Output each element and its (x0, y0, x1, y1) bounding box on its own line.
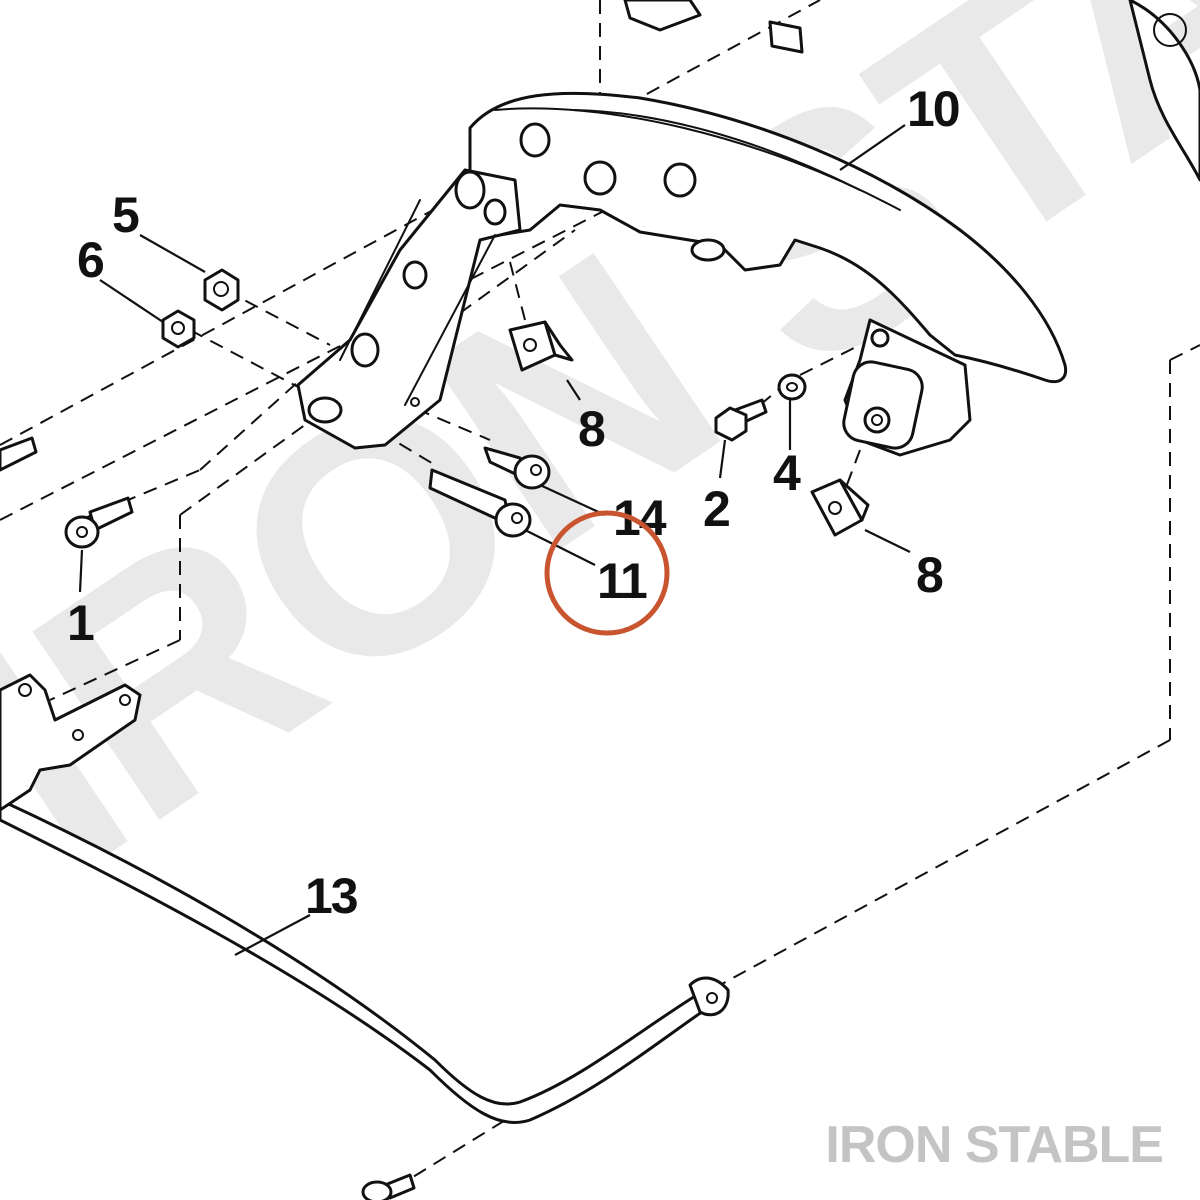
callout-8-lower: 8 (916, 547, 943, 603)
callout-1: 1 (67, 595, 94, 651)
clip-nut-8-lower (810, 478, 870, 537)
bolt-11 (428, 468, 532, 538)
part-lower-rail (0, 673, 730, 1125)
bolt-1 (64, 496, 134, 549)
highlight-ring (544, 510, 670, 636)
callout-10: 10 (907, 81, 959, 137)
callout-8-upper: 8 (578, 401, 605, 457)
callout-6: 6 (77, 232, 103, 288)
leader-lines (78, 124, 911, 956)
brand-logo-text: IRON STABLE (825, 1116, 1163, 1174)
callout-2: 2 (703, 481, 729, 537)
bolt-2 (714, 398, 768, 442)
part-fender-rail (296, 0, 1200, 457)
bolt-14 (483, 446, 551, 490)
washer-4 (777, 373, 807, 401)
callouts: 5 6 10 8 4 2 14 11 8 1 13 (67, 81, 961, 924)
callout-14: 14 (613, 490, 667, 546)
bolt-bottom (361, 1173, 416, 1200)
callout-4: 4 (773, 445, 801, 501)
clip-nut-8-upper (508, 320, 574, 372)
nut-6 (161, 309, 196, 349)
callout-5: 5 (112, 187, 139, 243)
nut-5 (203, 268, 240, 312)
bolt-partial-left (0, 436, 38, 472)
callout-13: 13 (305, 868, 357, 924)
callout-11: 11 (597, 553, 647, 609)
